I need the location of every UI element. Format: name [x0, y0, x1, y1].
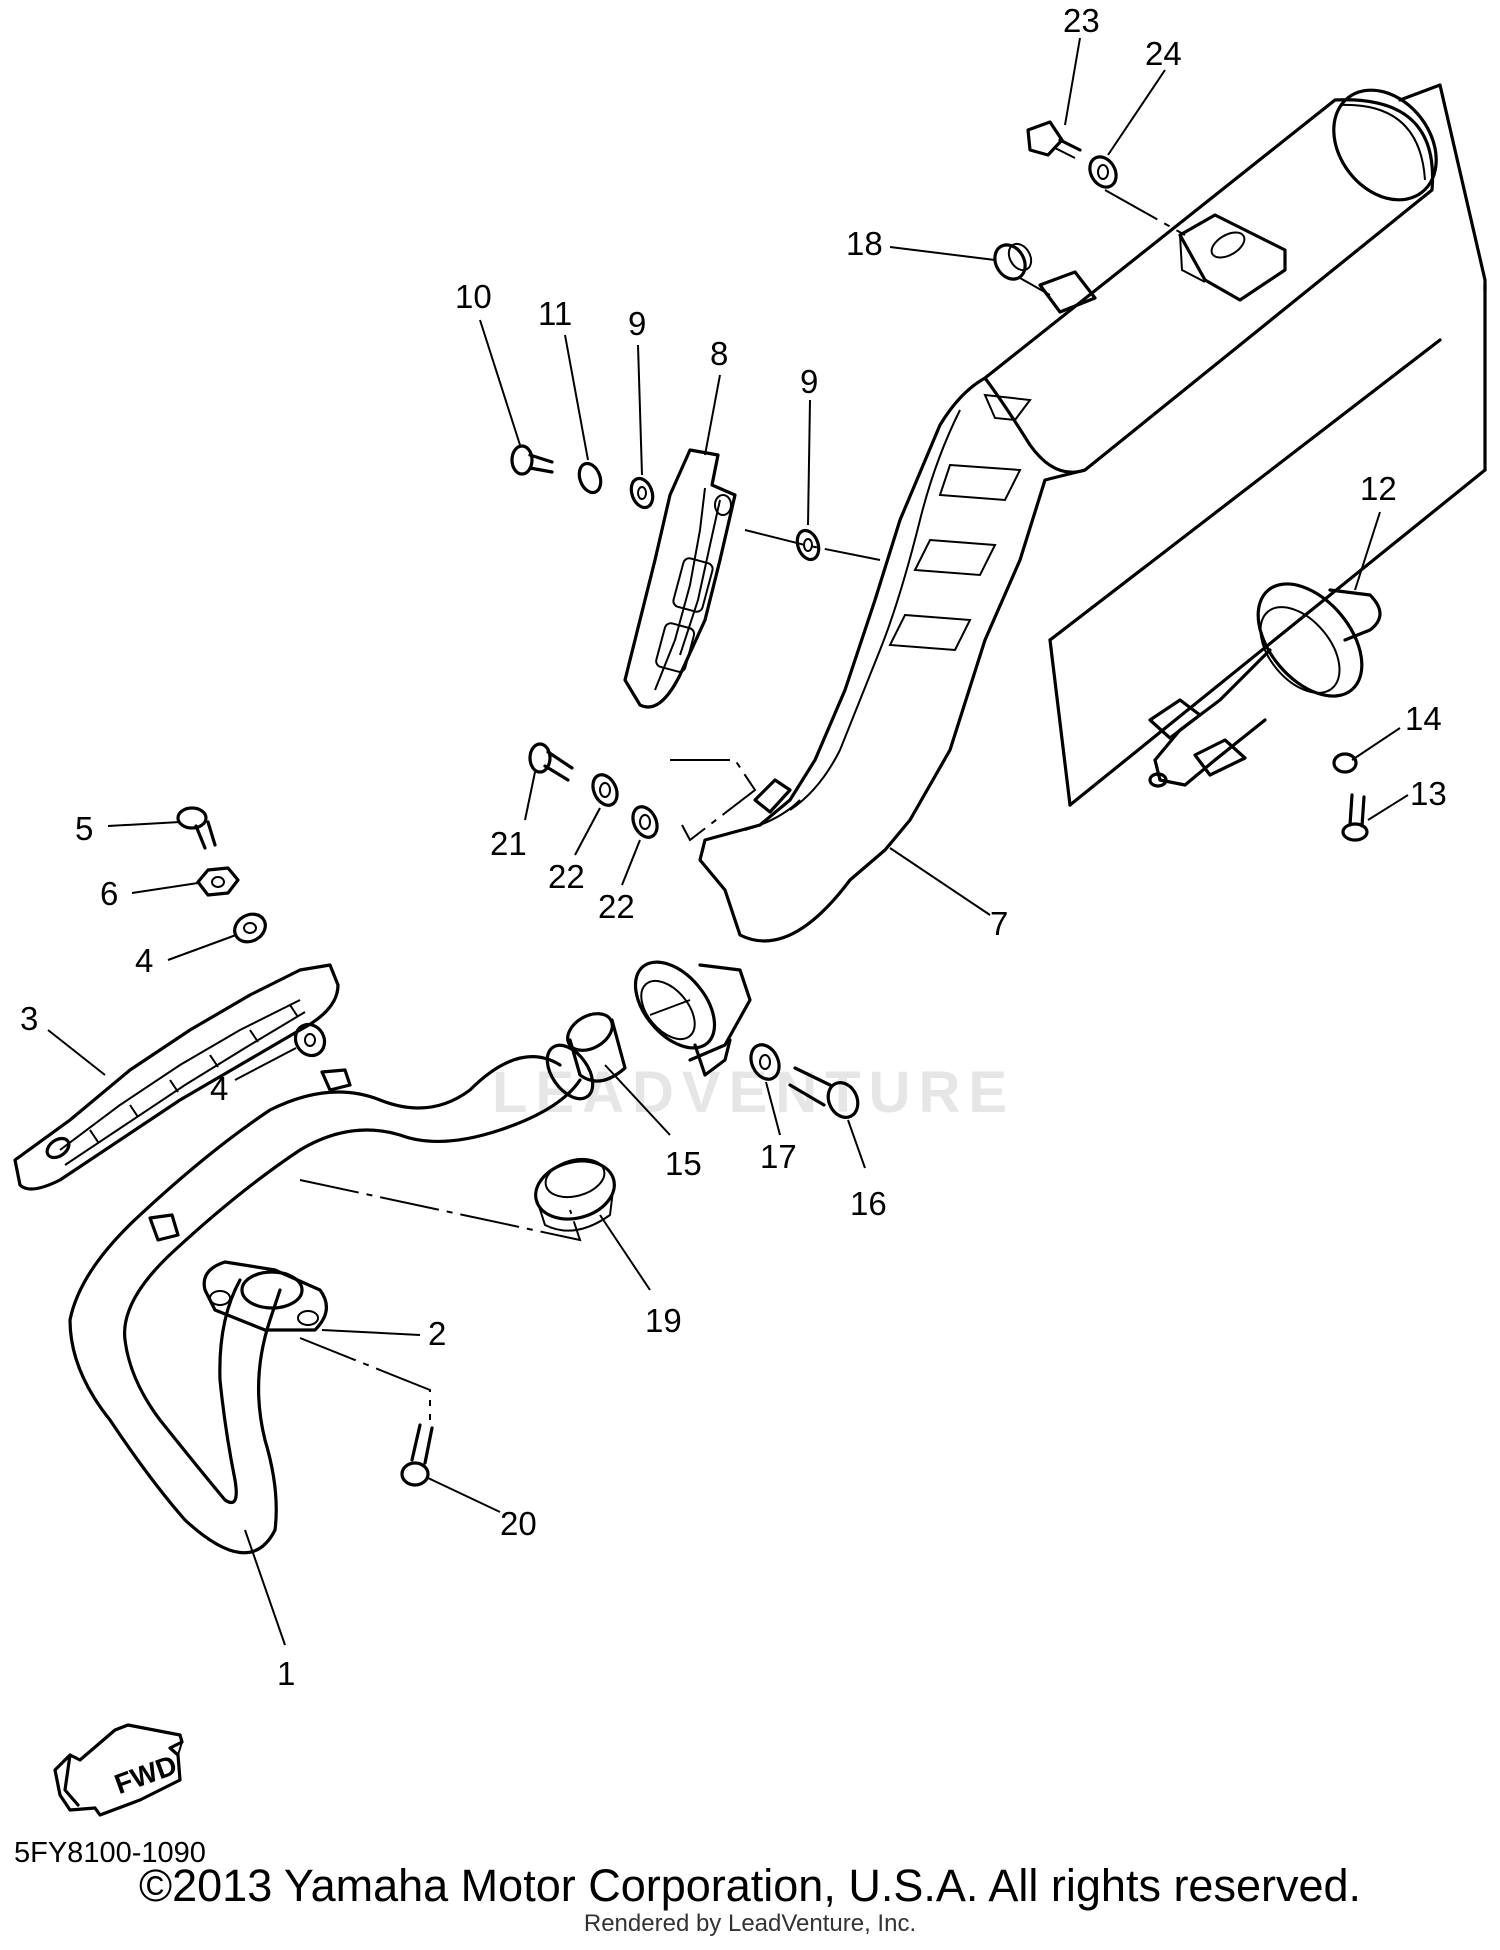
assembly-lines	[299, 189, 1186, 1420]
callout-6: 6	[100, 875, 118, 912]
callout-9b: 9	[800, 363, 818, 400]
callout-labels: 23 24 18 10 11 9 8 9 12 14 13 21 22 22 5…	[20, 2, 1447, 1692]
leader-lines	[47, 37, 1409, 1646]
callout-14: 14	[1405, 700, 1442, 737]
callout-24: 24	[1145, 35, 1182, 72]
callout-23: 23	[1063, 2, 1100, 39]
callout-22a: 22	[548, 858, 585, 895]
callout-21: 21	[490, 825, 527, 862]
callout-10: 10	[455, 278, 492, 315]
callout-11: 11	[538, 295, 572, 332]
fwd-arrow-icon: FWD	[53, 1723, 184, 1817]
heat-shield-part-8	[623, 448, 737, 709]
callout-20: 20	[500, 1505, 537, 1542]
callout-4a: 4	[135, 942, 153, 979]
callout-2: 2	[428, 1315, 446, 1352]
callout-12: 12	[1360, 470, 1397, 507]
copyright-text: ©2013 Yamaha Motor Corporation, U.S.A. A…	[138, 1860, 1362, 1911]
protector-part-3	[13, 963, 340, 1191]
diagram-code: 5FY8100-1090	[14, 1837, 206, 1869]
fasteners	[176, 120, 1369, 1487]
callout-22b: 22	[598, 888, 635, 925]
callout-8: 8	[710, 335, 728, 372]
callout-13: 13	[1410, 775, 1447, 812]
callout-1: 1	[277, 1655, 295, 1692]
callout-7: 7	[990, 905, 1008, 942]
muffler-part-7	[633, 88, 1438, 1077]
spark-arrester-part-12	[1048, 83, 1487, 807]
callout-4b: 4	[210, 1070, 228, 1107]
rendered-by-text: Rendered by LeadVenture, Inc.	[583, 1910, 917, 1937]
callout-5: 5	[75, 810, 93, 847]
callout-17: 17	[760, 1138, 797, 1175]
exhaust-pipe-part-1	[68, 1043, 595, 1555]
callout-9a: 9	[628, 305, 646, 342]
callout-3: 3	[20, 1000, 38, 1037]
callout-16: 16	[850, 1185, 887, 1222]
callout-19: 19	[645, 1302, 682, 1339]
callout-15: 15	[665, 1145, 702, 1182]
callout-18: 18	[846, 225, 883, 262]
fwd-label: FWD	[110, 1749, 181, 1800]
